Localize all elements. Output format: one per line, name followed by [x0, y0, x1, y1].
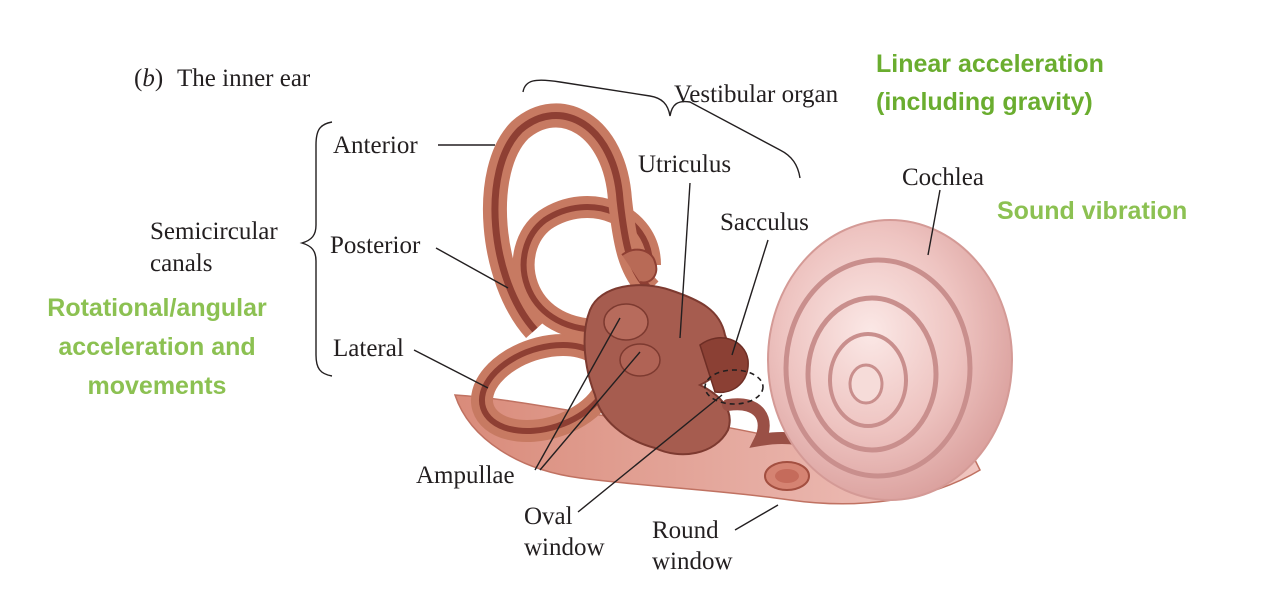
- vestibular-bracket: [522, 79, 801, 179]
- label-round: Round: [652, 517, 719, 544]
- label-lateral: Lateral: [333, 335, 404, 362]
- ampulla: [619, 343, 661, 377]
- semicircular-bracket: [299, 121, 333, 377]
- ampulla: [603, 303, 649, 341]
- annotation-acceleration-and: acceleration and: [58, 333, 255, 361]
- crus-bumps: [621, 248, 658, 284]
- label-oval: Oval: [524, 503, 573, 530]
- annotation-rotational: Rotational/angular: [47, 294, 267, 322]
- label-cochlea: Cochlea: [902, 164, 984, 191]
- leader-lines: [413, 144, 941, 531]
- label-utriculus: Utriculus: [638, 151, 731, 178]
- annotation-movements: movements: [88, 372, 227, 400]
- panel-letter: (b): [134, 65, 163, 92]
- oval-window-outline: [704, 369, 764, 405]
- label-oval-window: window: [524, 534, 605, 561]
- label-ampullae: Ampullae: [416, 462, 515, 489]
- label-anterior: Anterior: [333, 132, 418, 159]
- label-round-window: window: [652, 548, 733, 575]
- annotation-linear-acceleration: Linear acceleration: [876, 50, 1104, 78]
- ear-illustration: [453, 103, 1013, 505]
- label-posterior: Posterior: [330, 232, 421, 259]
- label-sacculus: Sacculus: [720, 209, 809, 236]
- label-vestibular-organ: Vestibular organ: [674, 81, 839, 108]
- panel-title: The inner ear: [177, 65, 311, 92]
- label-canals: canals: [150, 250, 212, 277]
- annotation-including-gravity: (including gravity): [876, 88, 1093, 116]
- anterior-canal: [482, 103, 659, 339]
- annotation-sound-vibration: Sound vibration: [997, 197, 1187, 225]
- cochlea: [767, 219, 1013, 501]
- label-semicircular: Semicircular: [150, 218, 278, 245]
